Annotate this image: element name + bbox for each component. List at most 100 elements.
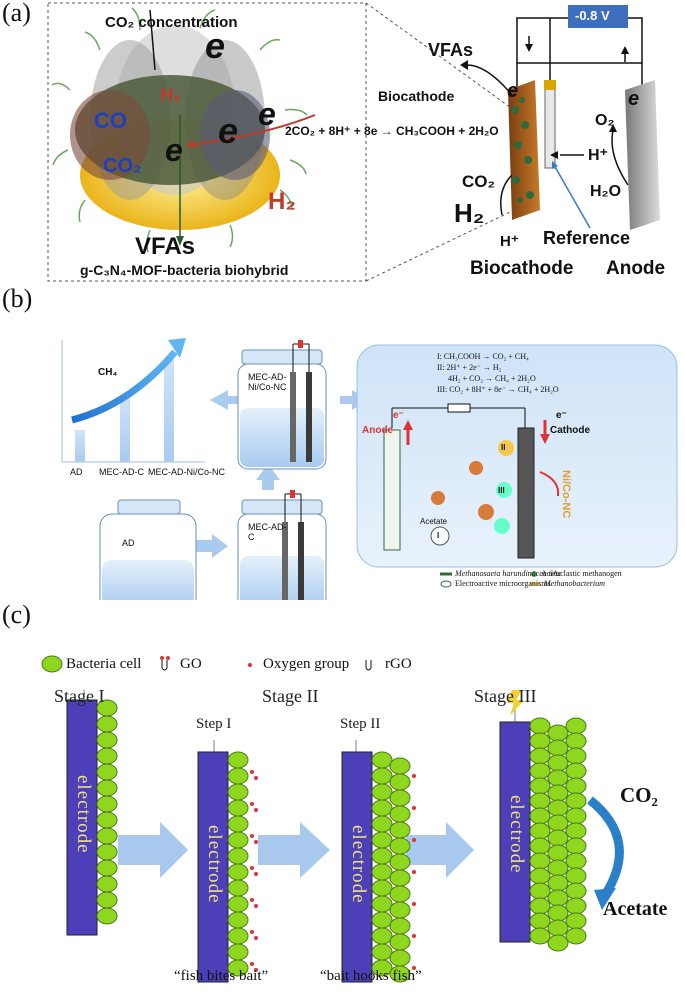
bacteria-cell — [389, 789, 411, 807]
bacteria-cell — [96, 907, 118, 925]
mechanism-cathode — [517, 427, 535, 559]
bacteria-cell — [96, 859, 118, 877]
co2-acetate-arrow — [587, 796, 624, 898]
oxygen-group — [254, 904, 258, 908]
biocathode-bottom-label: Biocathode — [470, 258, 574, 279]
process-arrow-2 — [258, 822, 330, 878]
oxygen-group — [412, 902, 416, 906]
bacteria-cell — [565, 837, 587, 855]
bacteria-cell — [96, 795, 118, 813]
bacteria-cell — [389, 773, 411, 791]
panel-b-label: (b) — [2, 284, 33, 313]
caption-bait-hooks-fish: “bait hooks fish” — [320, 968, 422, 984]
legend-rgo-label: rGO — [385, 656, 412, 672]
oxygen-group — [254, 808, 258, 812]
ch4-label: CH₄ — [98, 367, 118, 378]
arrow-c-to-ni — [256, 464, 280, 490]
bacteria-cell — [96, 747, 118, 765]
stage-3-label: Stage III — [474, 686, 537, 706]
bar-label-mec-ad-c: MEC-AD-C — [99, 467, 144, 477]
bacteria-cell — [227, 767, 249, 785]
bacteria-cell — [565, 717, 587, 735]
jar-label-ad: AD — [122, 538, 135, 548]
legend-go-label: GO — [180, 656, 202, 672]
voltage-box — [568, 5, 628, 28]
bacteria-cell — [227, 751, 249, 769]
bacteria-cell — [227, 847, 249, 865]
oxygen-group — [412, 934, 416, 938]
oxygen-group — [250, 866, 254, 870]
bacteria-cell — [371, 831, 393, 849]
arrow-jar-to-panel — [340, 390, 368, 410]
bacteria-cell — [389, 805, 411, 823]
oxygen-group — [250, 962, 254, 966]
oxygen-group — [254, 776, 258, 780]
panel-a-label: (a) — [2, 0, 31, 27]
vfas-big-label: VFAs — [135, 233, 196, 260]
step-2-label: Step II — [340, 716, 381, 732]
bacteria-cell — [371, 783, 393, 801]
bacteria-cell — [565, 777, 587, 795]
electron-e3: e — [165, 132, 183, 168]
arrow-ad-to-c — [195, 534, 228, 558]
roman-i: I — [437, 531, 440, 540]
electron-e2: e — [218, 110, 239, 151]
bacteria-cell — [547, 814, 569, 832]
panel-b-graphic — [61, 338, 678, 600]
bacteria-cell — [547, 874, 569, 892]
bacteria-cell — [227, 927, 249, 945]
reaction-1: I: CH₃COOH → CO₂ + CH₄ — [437, 352, 529, 361]
bacteria-cell — [547, 799, 569, 817]
bacteria-cell — [547, 829, 569, 847]
bacteria-cell — [227, 959, 249, 977]
panel-c-label: (c) — [2, 600, 31, 629]
bacteria-cell — [547, 754, 569, 772]
co2-inner-label: CO₂ — [103, 155, 142, 177]
bacteria-cell — [529, 897, 551, 915]
bacteria-cell — [96, 715, 118, 733]
bacteria-cell — [227, 799, 249, 817]
h-plus-mid-label: H⁺ — [588, 147, 608, 164]
electrode-stage-2-step-2 — [341, 751, 373, 983]
bacteria-cell — [389, 821, 411, 839]
h2o-label: H₂O — [590, 183, 622, 200]
reaction-2: II: 2H⁺ + 2e⁻ → H₂ — [437, 363, 502, 372]
caption-fish-bites-bait: “fish bites bait” — [174, 968, 269, 984]
bar-label-ad: AD — [70, 467, 83, 477]
mechanism-panel — [356, 344, 678, 568]
bacteria-cell — [371, 943, 393, 961]
bar-mec-ad-nico — [164, 358, 174, 462]
oxygen-group — [254, 840, 258, 844]
bacteria-cell — [529, 837, 551, 855]
bacteria-cell — [547, 739, 569, 757]
oxygen-group — [254, 936, 258, 940]
electrode-label-4: electrode — [506, 795, 527, 874]
bacteria-cell — [565, 792, 587, 810]
bacteria-cell — [96, 779, 118, 797]
bacteria-cell — [547, 859, 569, 877]
roman-ii: II — [501, 443, 506, 452]
bacteria-cell — [529, 822, 551, 840]
mechanism-anode-label: Anode — [362, 425, 394, 436]
bacteria-cell — [529, 927, 551, 945]
co2-right-label: CO₂ — [462, 172, 496, 191]
electrode-label-3: electrode — [348, 825, 369, 904]
bacteria-cell — [565, 867, 587, 885]
bacteria-cell — [227, 879, 249, 897]
bacteria-cell — [529, 792, 551, 810]
h2-center-label: H₂ — [268, 188, 296, 215]
bar-label-mec-ad-nico: MEC-AD-Ni/Co-NC — [148, 467, 225, 477]
bacteria-cell — [227, 863, 249, 881]
process-arrow-1 — [118, 822, 188, 878]
bacteria-cell — [547, 904, 569, 922]
oxygen-group — [412, 806, 416, 810]
step-1-label: Step I — [196, 716, 232, 732]
process-arrow-3 — [406, 822, 474, 878]
anode-label: Anode — [606, 258, 666, 279]
bacteria-cell — [529, 762, 551, 780]
legend-bacteria-icon — [41, 655, 63, 673]
bacteria-cell — [565, 732, 587, 750]
bacteria-cell — [547, 724, 569, 742]
roman-iii: III — [498, 486, 505, 495]
bacteria-cell — [96, 875, 118, 893]
